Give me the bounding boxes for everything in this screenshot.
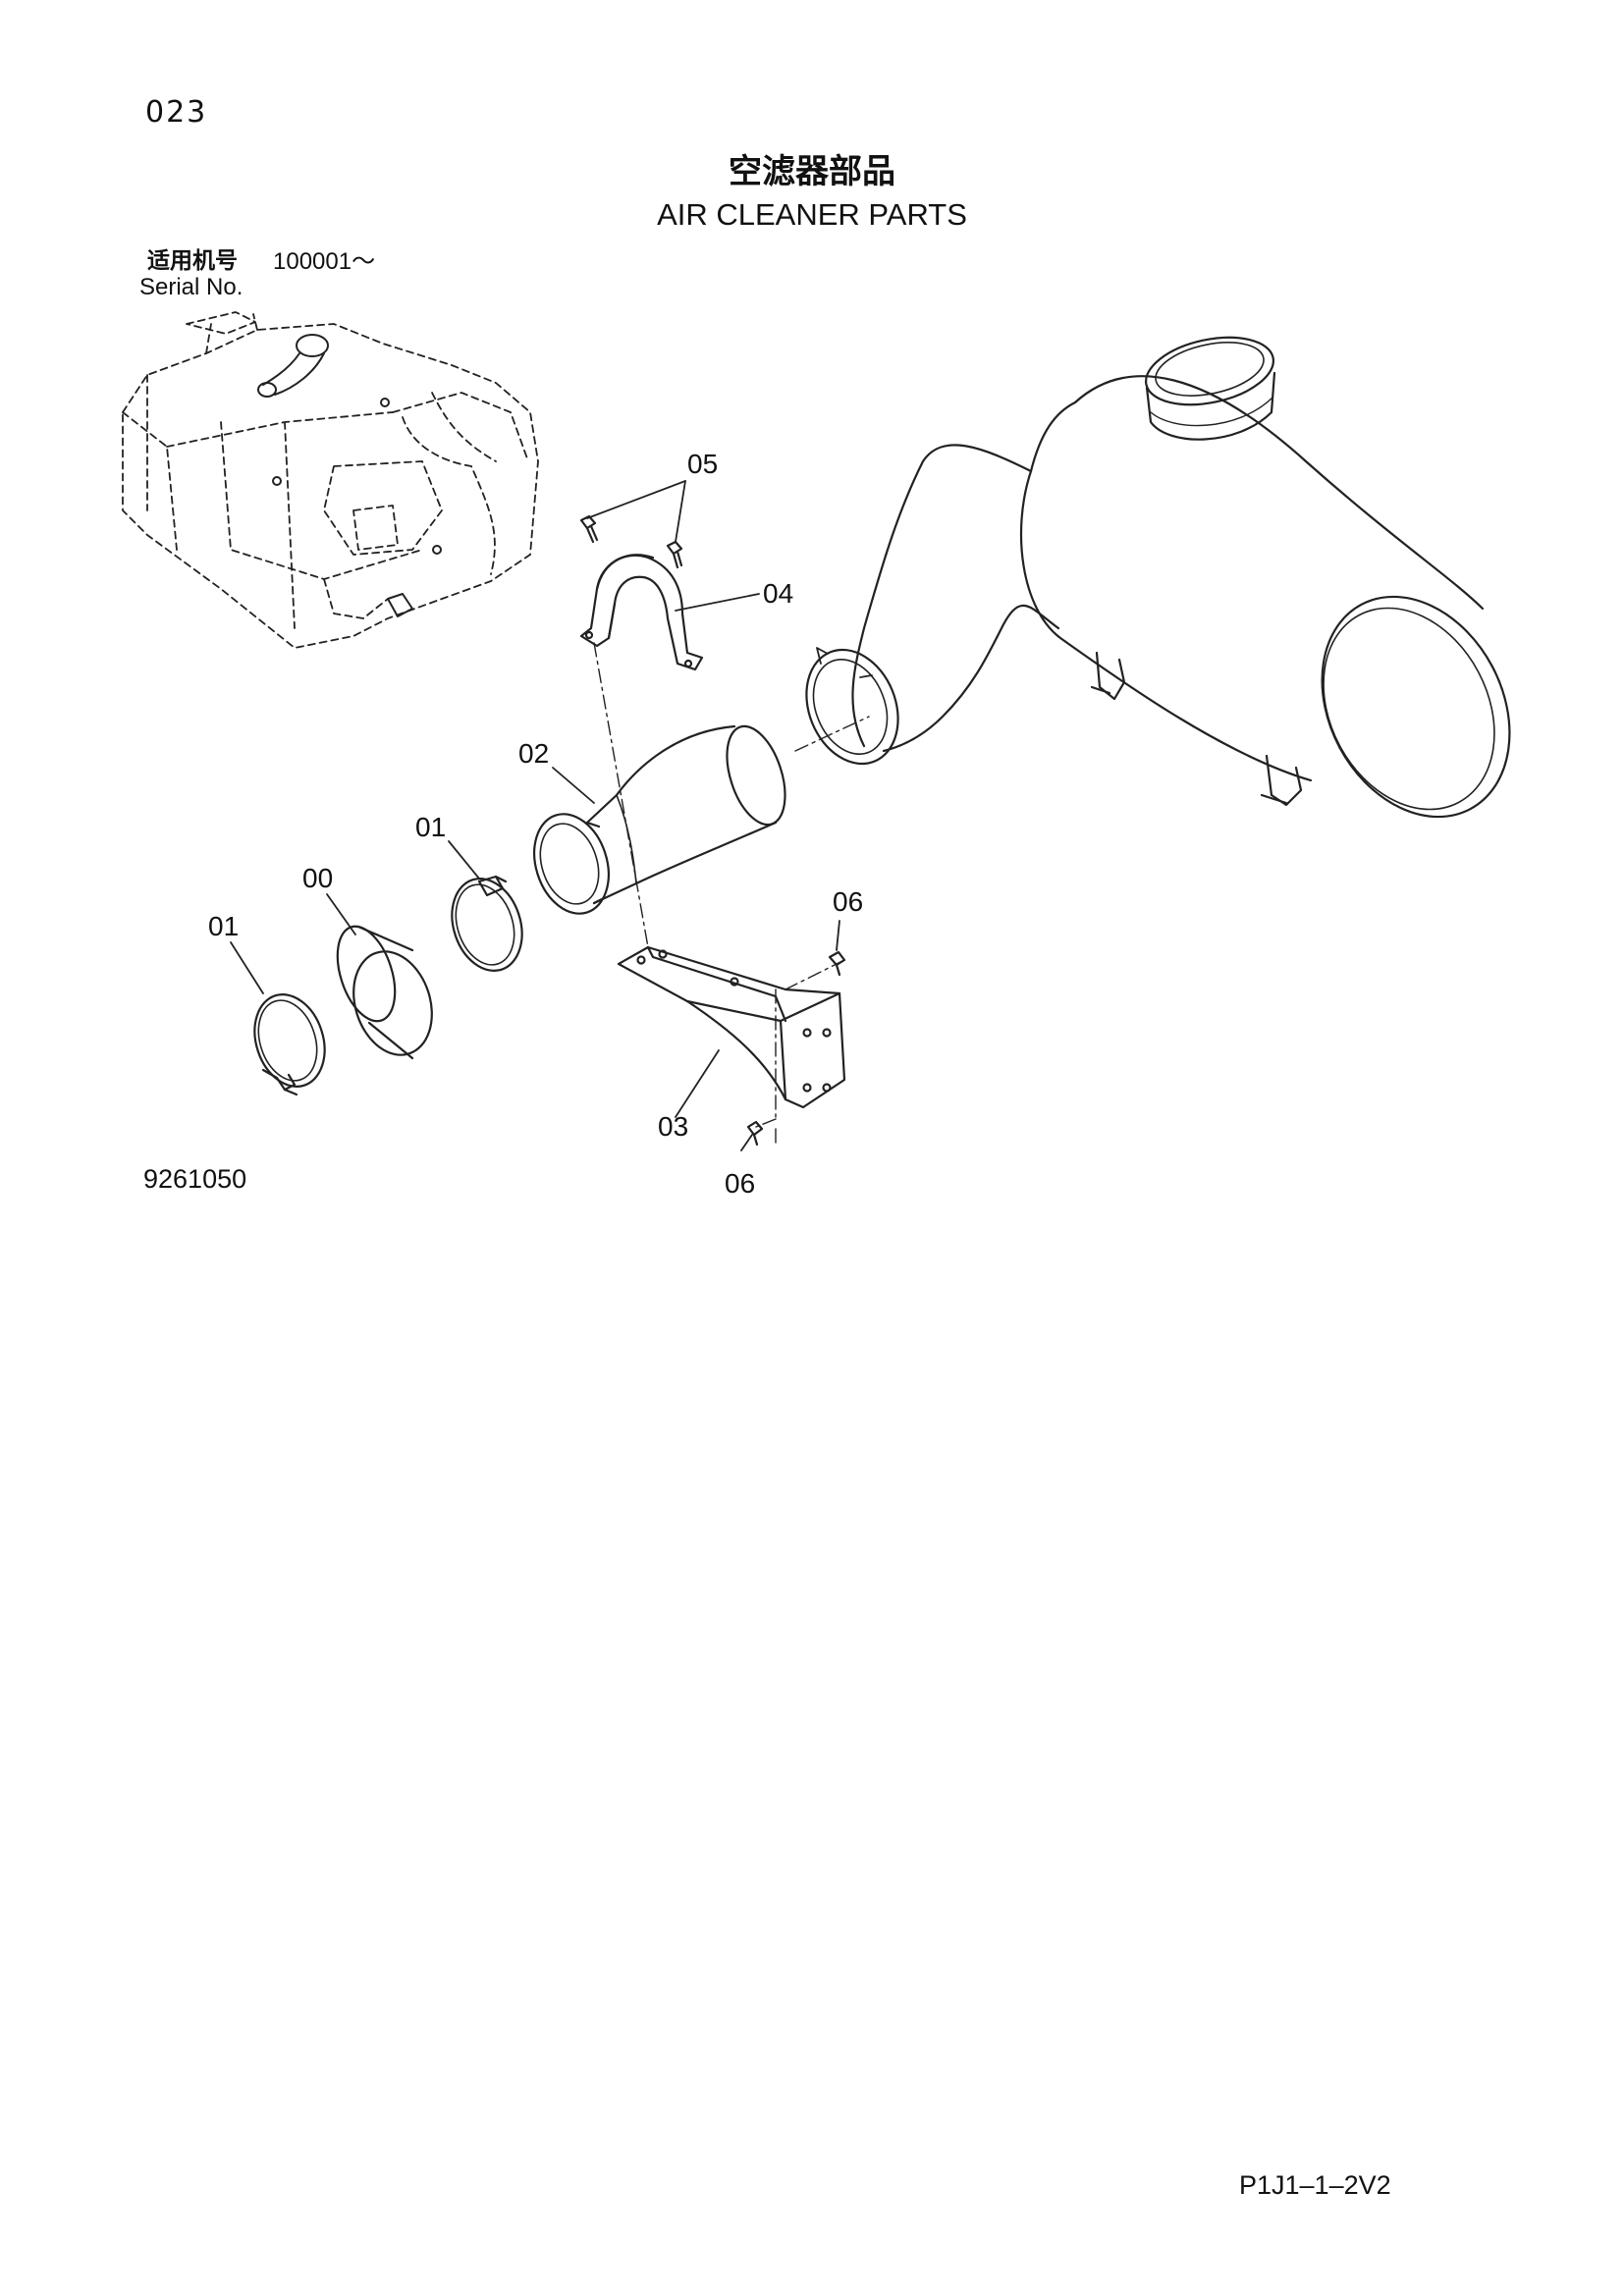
machine-location-inset xyxy=(122,311,539,649)
leader-lines xyxy=(230,480,840,1151)
part-00-hose xyxy=(336,925,433,1060)
page-title-chinese: 空滤器部品 xyxy=(729,152,895,191)
part-03-bracket xyxy=(617,945,846,1109)
callout-03: 03 xyxy=(658,1111,688,1142)
air-cleaner-housing xyxy=(1019,336,1511,819)
serial-label-english: Serial No. xyxy=(139,274,244,300)
page-number: 023 xyxy=(145,95,208,130)
serial-range: 100001～ xyxy=(273,248,376,275)
part-01-upper-clamp xyxy=(451,875,523,972)
drawing-number: 9261050 xyxy=(143,1164,247,1194)
part-01-lower-clamp xyxy=(253,993,326,1096)
callout-01-lower: 01 xyxy=(208,911,239,941)
outlet-elbow-hose xyxy=(805,444,1060,766)
part-04-u-clamp xyxy=(579,554,704,671)
callout-02: 02 xyxy=(518,738,549,769)
callout-01-upper: 01 xyxy=(415,812,446,842)
page-code: P1J1–1–2V2 xyxy=(1239,2170,1391,2200)
part-02-reducer xyxy=(533,724,786,915)
callout-00: 00 xyxy=(302,863,333,893)
callout-06-upper: 06 xyxy=(833,886,863,917)
callout-05: 05 xyxy=(687,449,718,479)
assembly-center-lines xyxy=(593,642,870,1145)
serial-label-chinese: 适用机号 xyxy=(147,248,238,274)
part-05-bolts xyxy=(579,514,683,569)
part-06-bolts xyxy=(746,950,846,1147)
callout-04: 04 xyxy=(763,578,793,609)
part-callouts: 05 04 02 01 00 01 06 03 06 xyxy=(208,449,863,1199)
inset-air-cleaner-highlight xyxy=(257,334,442,617)
page-title-english: AIR CLEANER PARTS xyxy=(657,197,967,232)
callout-06-lower: 06 xyxy=(725,1168,755,1199)
